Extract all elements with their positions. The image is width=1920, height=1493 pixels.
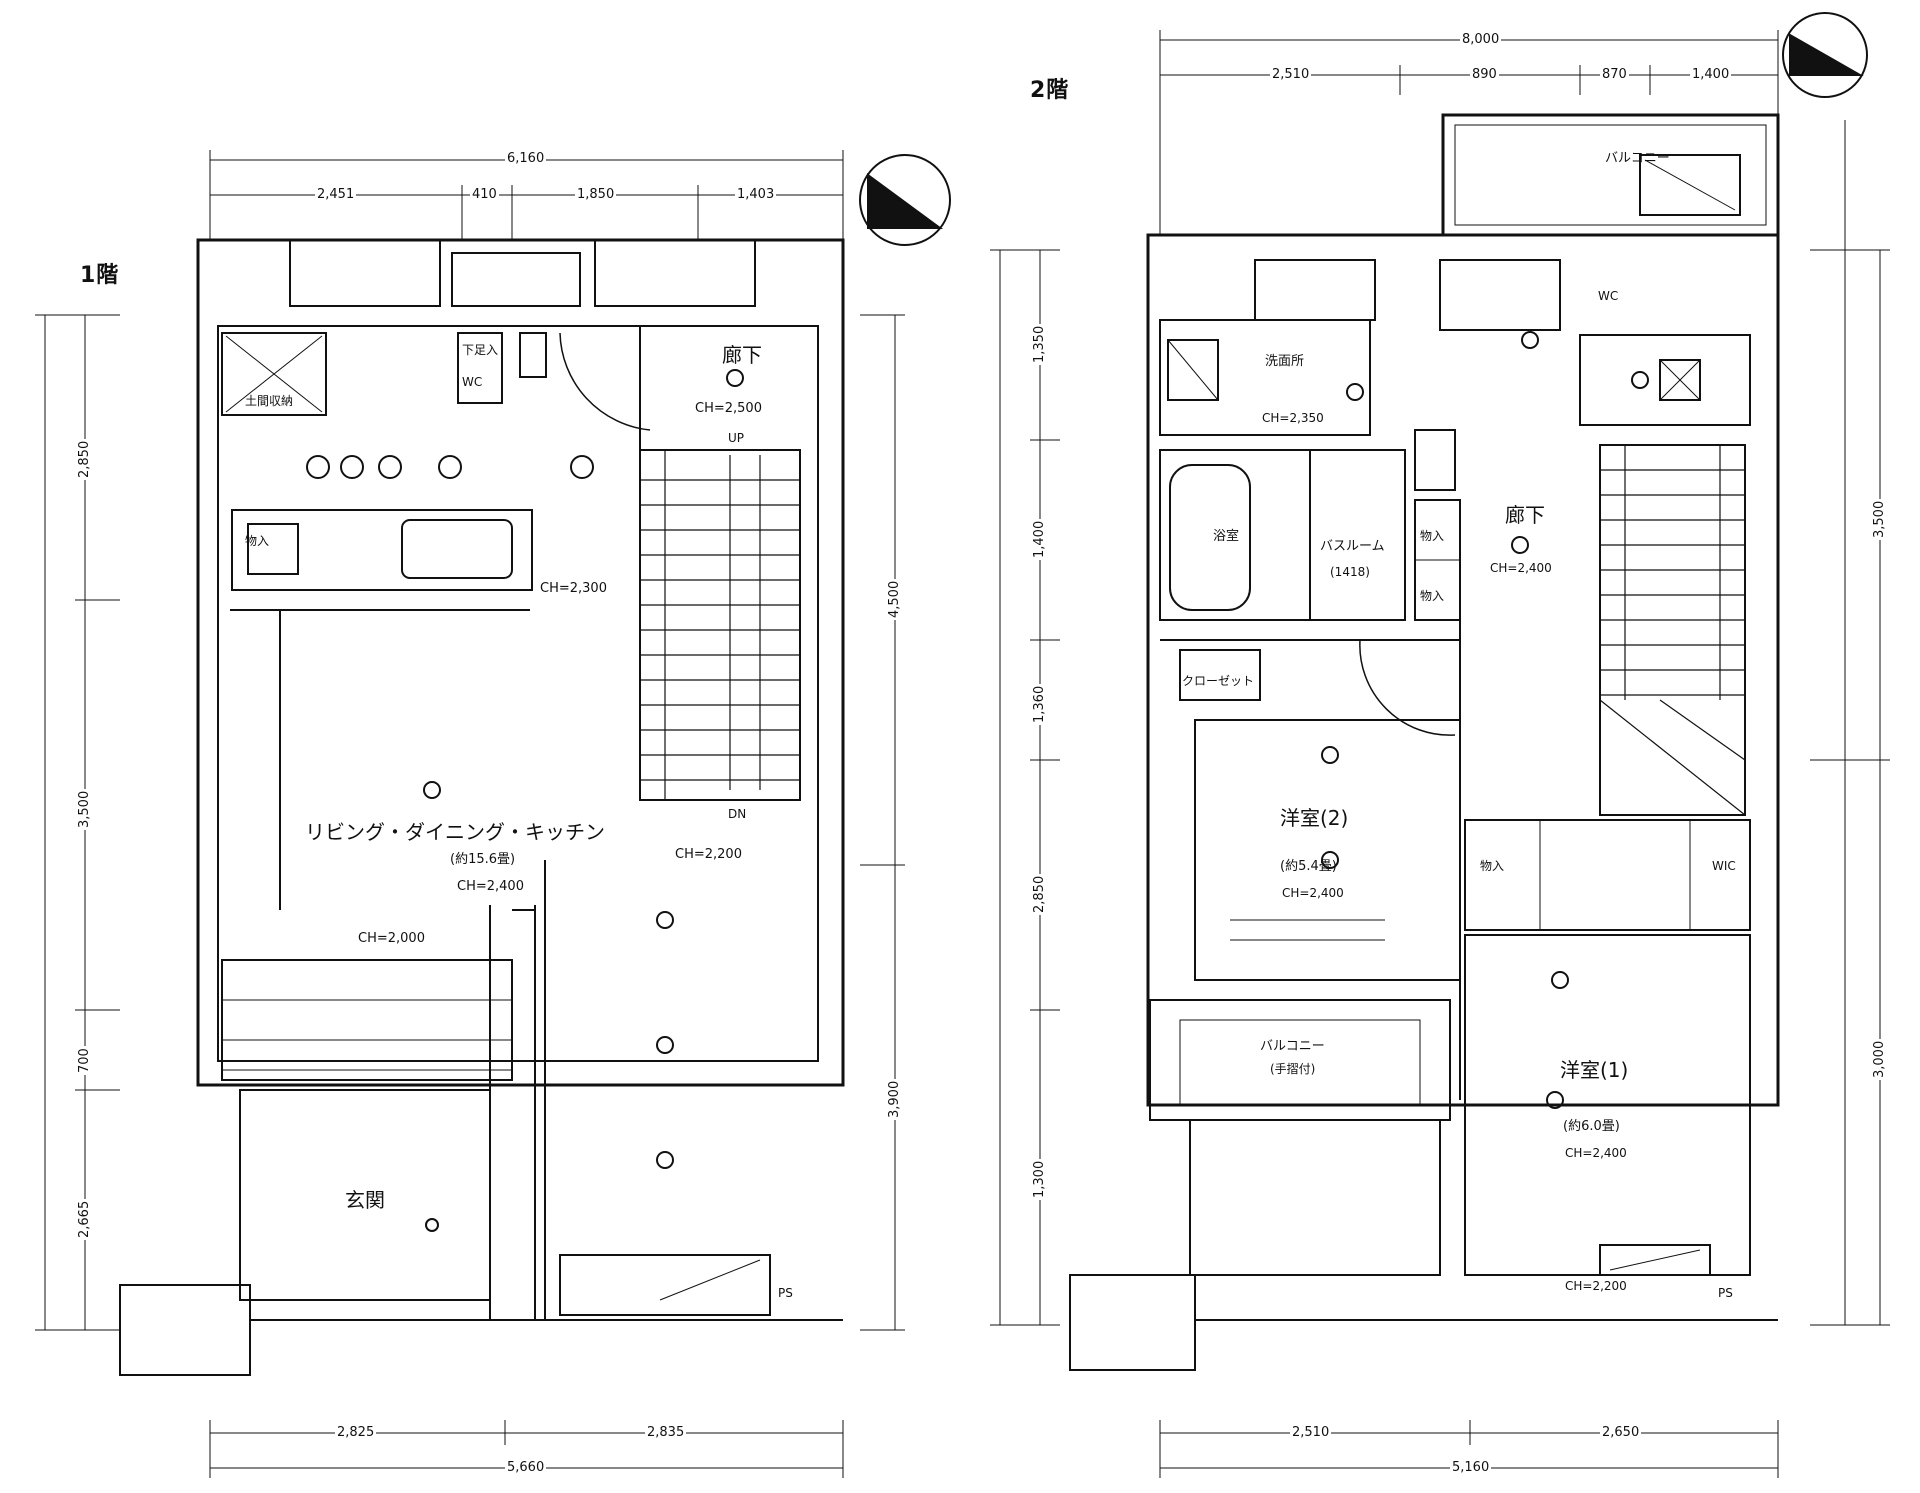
floor2-staircase [1599,444,1746,816]
floor2-closet-label: クローゼット [1182,674,1255,688]
floor2-dim-left-1: 1,350 [1032,323,1047,365]
floor2-wic-label: WIC [1712,859,1736,873]
floor1-bath-area [221,959,513,1081]
floor1-ps-label: PS [778,1286,793,1300]
floor2-dim-bottom-2: 2,650 [1600,1425,1642,1440]
floor2-corridor-label: 廊下 [1505,503,1545,527]
floor2-bath-label: 浴室 [1213,529,1240,544]
floor1-top-box-left [289,239,441,307]
floor1-top-box-right [594,239,756,307]
floor2-dim-right-1: 3,500 [1872,498,1887,540]
floor1-entrance [239,1089,491,1301]
floor1-fridge [221,332,327,416]
floor2-storage2-label: 物入 [1420,589,1445,603]
floor1-up-label: UP [728,431,745,445]
floor1-north-arrow [859,154,951,246]
floor1-plan [35,150,951,1478]
floor2-ch-room2: CH=2,400 [1282,886,1344,900]
floor1-corridor-label: 廊下 [722,343,762,367]
floor2-small-balcony-sub: (手摺付) [1270,1062,1316,1076]
floor2-dim-bottom-total: 5,160 [1450,1460,1492,1475]
floor2-dim-top-3: 870 [1600,67,1629,82]
floor1-ch-bottom: CH=2,000 [358,931,425,946]
floor2-storage1-label: 物入 [1420,529,1445,543]
floor1-dim-bottom-2: 2,835 [645,1425,687,1440]
floor2-north-arrow [1782,12,1868,98]
floor2-dim-right-2: 3,000 [1872,1038,1887,1080]
floor2-title: 2階 [1030,78,1070,103]
floor2-top-balcony-label: バルコニー [1605,151,1670,166]
floor1-dim-top-total: 6,160 [505,151,547,166]
floor1-kitchen-counter [231,509,533,591]
floor2-wic [1464,819,1751,931]
floor1-dim-left-3: 700 [77,1046,92,1075]
floor2-ch-wash: CH=2,350 [1262,411,1324,425]
floor2-dim-left-5: 1,300 [1032,1158,1047,1200]
floor1-shoebox-label: 下足入 [462,343,499,357]
floor2-wc [1439,259,1561,331]
floor2-small-balcony-label: バルコニー [1260,1039,1325,1054]
floor1-dim-top-2: 410 [470,187,499,202]
floor2-dim-top-2: 890 [1470,67,1499,82]
floor1-step-left [119,1284,251,1376]
floor1-dim-top-3: 1,850 [575,187,617,202]
floor1-ldk-label: リビング・ダイニング・キッチン [305,820,605,844]
floor1-outer-wall [196,238,845,1087]
floor2-room2-label: 洋室(2) [1280,806,1349,830]
floor2-ch-lower: CH=2,200 [1565,1279,1627,1293]
floor1-utility-label: 土間収納 [245,394,294,408]
floor2-small-balcony [1149,999,1451,1121]
floor1-top-box-mid [451,252,581,307]
floor2-dim-top-1: 2,510 [1270,67,1312,82]
floor2-dim-bottom-1: 2,510 [1290,1425,1332,1440]
floor1-ch-ldk: CH=2,400 [457,879,524,894]
floor1-shoebox [457,332,503,404]
floor2-room2 [1194,719,1461,981]
floor1-dim-right-1: 4,500 [887,578,902,620]
floor1-dim-top-4: 1,403 [735,187,777,202]
floor1-ch-kitchen: CH=2,300 [540,581,607,596]
floor2-ch-room1: CH=2,400 [1565,1146,1627,1160]
floor1-dim-left-4: 2,665 [77,1198,92,1240]
floor1-wc-label: WC [462,375,483,389]
floor2-storage-row-label: 物入 [1480,859,1505,873]
floor1-title: 1階 [80,263,120,288]
floor1-dn-label: DN [728,807,747,821]
floor1-ch-top: CH=2,500 [695,401,762,416]
floor2-room1-area: (約6.0畳) [1563,1119,1620,1134]
floor1-dim-right-2: 3,900 [887,1078,902,1120]
floor2-dim-top-total: 8,000 [1460,32,1502,47]
floor2-bathroom-size: (1418) [1330,565,1370,579]
floor2-top-balcony [1441,113,1780,237]
floor1-dim-left-2: 3,500 [77,788,92,830]
floor2-dim-left-2: 1,400 [1032,518,1047,560]
floor1-dim-bottom-1: 2,825 [335,1425,377,1440]
floor1-dim-bottom-total: 5,660 [505,1460,547,1475]
floor1-dim-left-1: 2,850 [77,438,92,480]
floor1-ch-stair: CH=2,200 [675,847,742,862]
floor2-bathtub [1169,464,1251,611]
floor2-dim-left-3: 1,360 [1032,683,1047,725]
floor1-ldk-area: (約15.6畳) [450,852,516,867]
floor2-room2-area: (約5.4畳) [1280,859,1337,874]
floor2-room1-label: 洋室(1) [1560,1058,1629,1082]
floor2-dim-left-4: 2,850 [1032,873,1047,915]
floor1-entrance-label: 玄関 [345,1188,385,1212]
floor2-ch-corr: CH=2,400 [1490,561,1552,575]
floor2-step-left [1069,1274,1196,1371]
floor1-dim-top-1: 2,451 [315,187,357,202]
floor2-closet [1179,649,1261,701]
floor2-washroom-label: 洗面所 [1265,354,1305,369]
floor2-bathroom-label: バスルーム [1320,539,1385,554]
floor2-plan [990,12,1890,1478]
floor1-storage-label: 物入 [245,534,270,548]
floor2-dim-top-4: 1,400 [1690,67,1732,82]
floor1-inner-wall [217,325,819,1062]
floor2-wc-label: WC [1598,289,1619,303]
floor2-ps-label: PS [1718,1286,1733,1300]
floor1-staircase [639,449,801,801]
